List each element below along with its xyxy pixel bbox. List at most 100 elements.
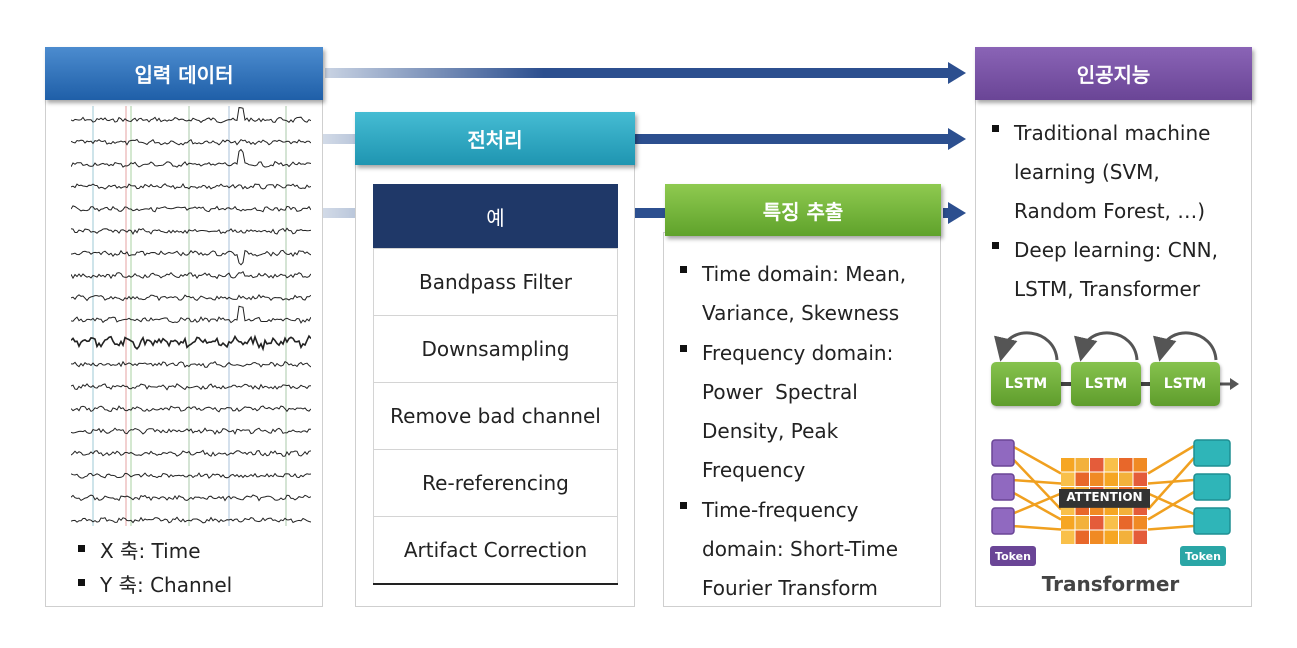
step-bandpass-filter: Bandpass Filter — [373, 248, 618, 315]
attention-cell — [1075, 458, 1089, 472]
attention-cell — [1133, 472, 1147, 486]
line: Fourier Transform — [702, 576, 878, 601]
line: Deep learning: CNN, — [1014, 238, 1218, 262]
token-box-teal — [1193, 439, 1231, 467]
attention-label: ATTENTION — [1066, 490, 1142, 504]
line: Frequency domain: — [702, 340, 894, 365]
input-data-panel: X 축: Time Y 축: Channel — [45, 95, 323, 607]
line: Time domain: Mean, — [702, 262, 907, 286]
eeg-channel-trace — [71, 305, 311, 324]
preprocessing-table-header: 예 — [373, 184, 618, 248]
lstm-output-arrowhead — [1230, 378, 1239, 390]
attention-arrow — [1011, 478, 1062, 485]
lstm-cell-1: LSTM — [991, 362, 1061, 406]
ai-bullets: Traditional machine learning (SVM, Rando… — [988, 114, 1218, 309]
eeg-channel-trace — [71, 427, 311, 435]
eeg-channel-trace — [71, 334, 311, 352]
eeg-channel-trace — [71, 294, 311, 302]
attention-arrow — [1147, 492, 1195, 516]
bullet-y-axis: Y 축: Channel — [74, 568, 232, 602]
attention-cell — [1104, 472, 1118, 486]
eeg-channel-trace — [71, 227, 311, 236]
attention-cell — [1061, 516, 1075, 530]
token-box-teal — [1193, 473, 1231, 501]
line: learning (SVM, — [1014, 160, 1160, 184]
attention-cell — [1061, 530, 1075, 544]
input-data-header: 입력 데이터 — [45, 47, 323, 100]
line: Random Forest, …) — [1014, 199, 1206, 223]
lstm-label: LSTM — [1163, 376, 1207, 392]
eeg-channel-trace — [71, 107, 311, 124]
feature-extraction-panel: Time domain: Mean, Variance, Skewness Fr… — [663, 232, 941, 607]
bullet-x-axis: X 축: Time — [74, 534, 232, 568]
attention-cell — [1104, 530, 1118, 544]
ai-bullet-traditional-ml: Traditional machine learning (SVM, Rando… — [988, 114, 1218, 231]
transformer-diagram: ATTENTION Token Token Transformer — [988, 436, 1238, 602]
transformer-label: Transformer — [1041, 572, 1180, 596]
lstm-label: LSTM — [1004, 376, 1048, 392]
line: Frequency — [702, 458, 806, 483]
table-header-label: 예 — [486, 205, 505, 230]
eeg-channel-trace — [71, 205, 311, 213]
attention-label-bar — [1059, 489, 1150, 508]
feature-extraction-header: 특징 추출 — [665, 184, 941, 236]
step-re-referencing: Re-referencing — [373, 449, 618, 516]
eeg-channel-trace — [71, 138, 311, 146]
attention-cell — [1075, 472, 1089, 486]
eeg-channel-trace — [71, 405, 311, 413]
loop-arrow-2 — [1074, 331, 1139, 362]
feature-extraction-title: 특징 추출 — [762, 199, 844, 224]
feature-bullets: Time domain: Mean, Variance, Skewness Fr… — [676, 255, 906, 609]
feature-bullet-time-domain: Time domain: Mean, Variance, Skewness — [676, 255, 906, 334]
attention-cell — [1119, 472, 1133, 486]
eeg-channel-trace — [71, 516, 311, 524]
token-label: Token — [1185, 549, 1221, 563]
input-data-bullets: X 축: Time Y 축: Channel — [74, 534, 232, 602]
lstm-diagram: LSTM LSTM LSTM — [985, 320, 1245, 420]
eeg-channel-trace — [71, 249, 311, 266]
arrow-input-to-ai — [325, 62, 966, 84]
attention-cell — [1119, 530, 1133, 544]
line: Power Spectral — [702, 379, 858, 404]
eeg-channel-trace — [71, 148, 311, 168]
attention-cell — [1061, 472, 1075, 486]
token-label: Token — [995, 549, 1031, 563]
step-artifact-correction: Artifact Correction — [373, 516, 618, 583]
token-box-purple — [991, 507, 1015, 535]
arrow-input-to-preprocessing — [322, 134, 357, 144]
step-remove-bad-channel: Remove bad channel — [373, 382, 618, 449]
attention-cell — [1090, 516, 1104, 530]
attention-cell — [1090, 458, 1104, 472]
line: domain: Short-Time — [702, 537, 898, 562]
lstm-recurrent-arrows — [994, 331, 1239, 390]
attention-arrow — [1011, 492, 1062, 516]
line: LSTM, Transformer — [1014, 277, 1201, 301]
eeg-channel-trace — [71, 183, 311, 190]
ai-bullet-deep-learning: Deep learning: CNN, LSTM, Transformer — [988, 231, 1218, 309]
attention-cell — [1090, 472, 1104, 486]
eeg-channel-trace — [71, 449, 311, 457]
arrow-input-to-table — [322, 208, 357, 218]
preprocessing-title: 전처리 — [467, 128, 523, 152]
line: Density, Peak — [702, 419, 839, 444]
eeg-channel-trace — [71, 270, 311, 280]
attention-arrow — [1147, 457, 1195, 511]
attention-arrow — [1147, 478, 1195, 485]
line: Variance, Skewness — [702, 301, 900, 326]
token-box-purple — [991, 439, 1015, 467]
feature-bullet-time-frequency: Time-frequency domain: Short-Time Fourie… — [676, 491, 906, 609]
attention-cell — [1061, 458, 1075, 472]
eeg-signal-plot — [71, 106, 311, 526]
ai-header: 인공지능 — [975, 47, 1252, 100]
preprocessing-table: 예 Bandpass Filter Downsampling Remove ba… — [373, 184, 618, 585]
token-badge-left: Token — [990, 546, 1036, 566]
token-badge-right: Token — [1180, 546, 1226, 566]
lstm-link-1 — [1061, 382, 1071, 386]
attention-cell — [1075, 516, 1089, 530]
attention-cell — [1133, 516, 1147, 530]
line: Time-frequency — [702, 497, 859, 522]
ai-title: 인공지능 — [1076, 63, 1151, 87]
attention-arrow — [1147, 490, 1195, 521]
arrow-table-to-features — [633, 208, 665, 218]
